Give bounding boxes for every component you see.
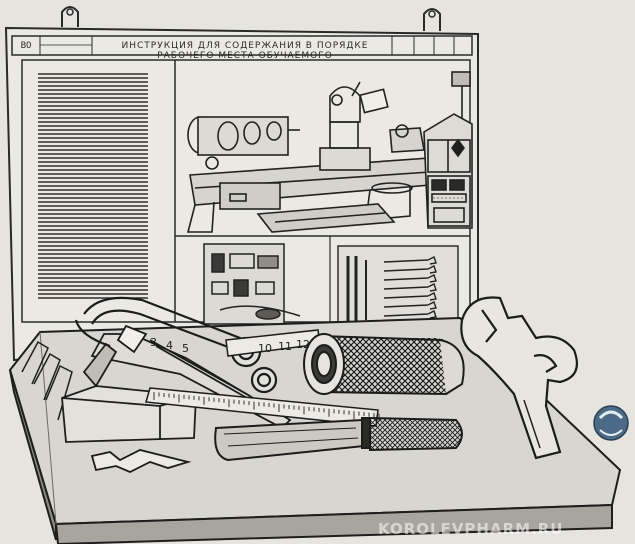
spanner-outline — [383, 274, 437, 283]
workbench-board-drawing — [203, 243, 301, 325]
caliper-scale-3: 3 — [150, 336, 157, 349]
spanner-outline — [383, 301, 437, 310]
spanner-outline — [383, 283, 437, 292]
publisher-logo — [593, 405, 629, 441]
ruler-scale-10: 10 — [258, 342, 272, 355]
lathe-machine-drawing — [186, 81, 431, 233]
knurled-sleeve — [303, 333, 465, 396]
spanner-outline — [383, 256, 437, 265]
lid-clip-right — [423, 8, 441, 31]
spanner-outline — [383, 310, 437, 319]
watermark-text: KOROLEVPHARM.RU — [378, 520, 564, 538]
instruction-title-line-1: ИНСТРУКЦИЯ ДЛЯ СОДЕРЖАНИЯ В ПОРЯДКЕ — [121, 41, 369, 51]
caliper-scale-4: 4 — [166, 339, 173, 352]
lid-code-label: ВО — [20, 41, 32, 51]
instruction-title-line-2: РАБОЧЕГО МЕСТА ОБУЧАЕМОГО — [157, 51, 333, 61]
angle-template — [90, 449, 192, 473]
instruction-header — [11, 35, 473, 56]
spanner-outline — [383, 292, 437, 301]
ruler-scale-11: 11 — [278, 340, 292, 353]
spanner-outline — [383, 265, 437, 274]
caliper-scale-5: 5 — [182, 342, 189, 355]
file-tool — [214, 416, 463, 462]
lid-clip-left — [61, 6, 79, 27]
open-end-spanner — [460, 296, 578, 460]
instruction-text-block — [38, 73, 148, 299]
tool-cabinet-drawing — [423, 71, 473, 229]
ruler-scale-12: 12 — [296, 338, 310, 351]
